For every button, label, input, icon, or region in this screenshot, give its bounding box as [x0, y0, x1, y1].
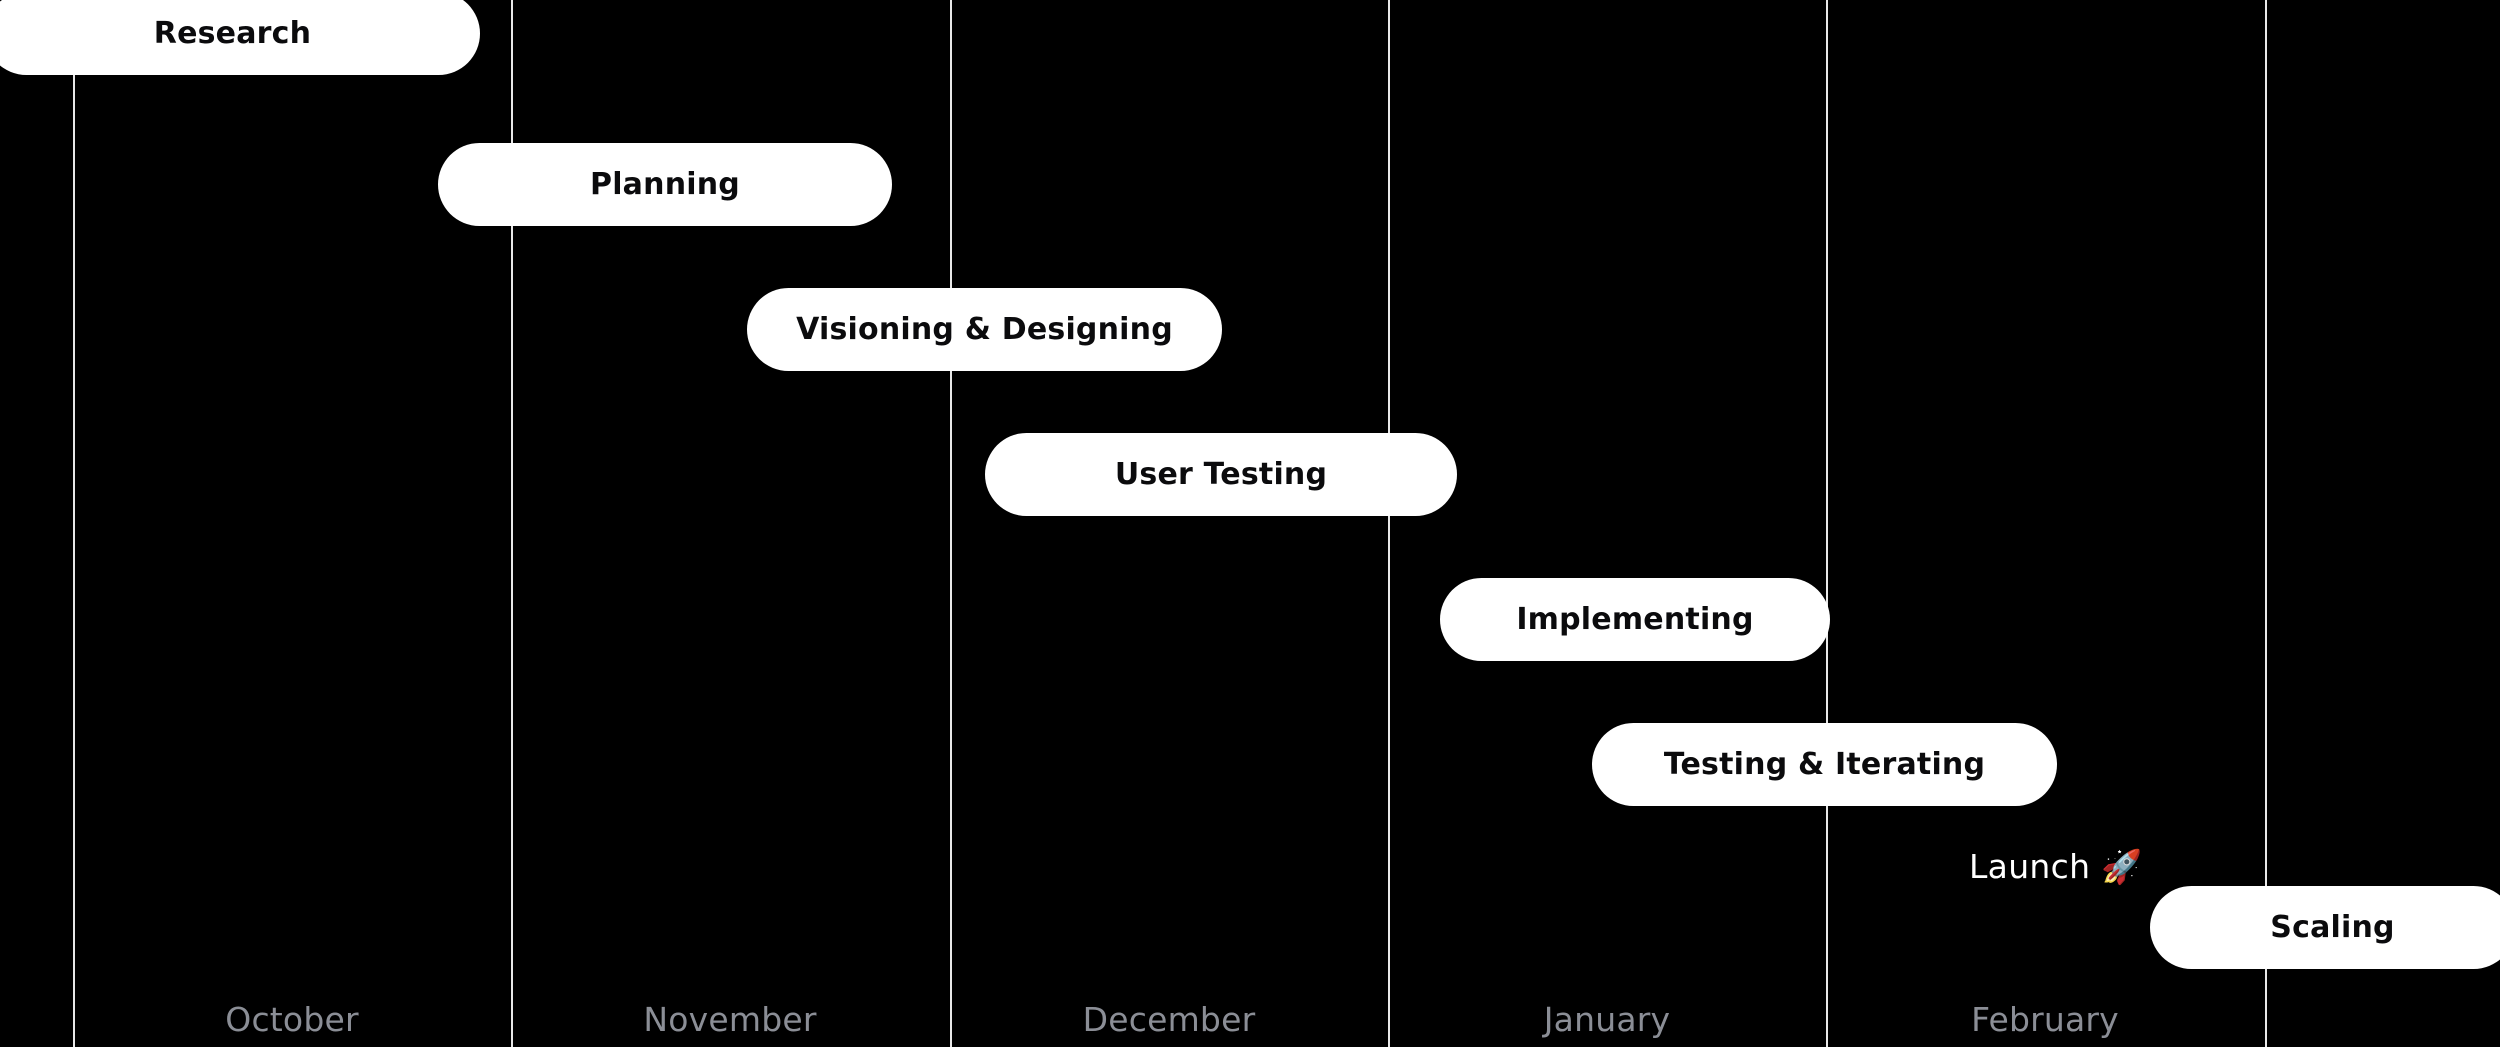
month-gridline-3 — [1388, 0, 1390, 1047]
timeline-milestone-label: Launch 🚀 — [1969, 846, 2143, 886]
month-label-november: November — [580, 997, 880, 1041]
timeline-bar[interactable]: Planning — [438, 143, 892, 226]
month-axis-text: October — [225, 999, 359, 1039]
timeline-bar-label: Research — [153, 16, 312, 51]
month-gridline-0 — [73, 0, 75, 1047]
timeline-bar[interactable]: Research — [0, 0, 480, 75]
month-gridline-2 — [950, 0, 952, 1047]
month-axis-text: January — [1543, 999, 1671, 1039]
month-label-october: October — [142, 997, 442, 1041]
month-axis-text: November — [643, 999, 817, 1039]
timeline-bar-label: Implementing — [1516, 602, 1754, 637]
timeline-milestone[interactable]: Launch 🚀 — [1969, 825, 2159, 908]
timeline-bar[interactable]: Visioning & Designing — [747, 288, 1222, 371]
month-gridline-1 — [511, 0, 513, 1047]
timeline-bar[interactable]: User Testing — [985, 433, 1457, 516]
timeline-bar[interactable]: Scaling — [2150, 886, 2500, 969]
month-label-february: February — [1895, 997, 2195, 1041]
month-axis-text: February — [1971, 999, 2119, 1039]
month-gridline-5 — [2265, 0, 2267, 1047]
month-label-january: January — [1457, 997, 1757, 1041]
timeline-bar-label: Visioning & Designing — [796, 312, 1173, 347]
month-label-december: December — [1019, 997, 1319, 1041]
timeline-bar[interactable]: Testing & Iterating — [1592, 723, 2057, 806]
timeline-bar-label: Planning — [590, 167, 740, 202]
month-axis-text: December — [1082, 999, 1256, 1039]
month-gridline-4 — [1826, 0, 1828, 1047]
timeline-bar-label: Testing & Iterating — [1663, 747, 1986, 782]
timeline-bar[interactable]: Implementing — [1440, 578, 1830, 661]
timeline-bar-label: User Testing — [1114, 457, 1328, 492]
timeline-bar-label: Scaling — [2270, 910, 2395, 945]
